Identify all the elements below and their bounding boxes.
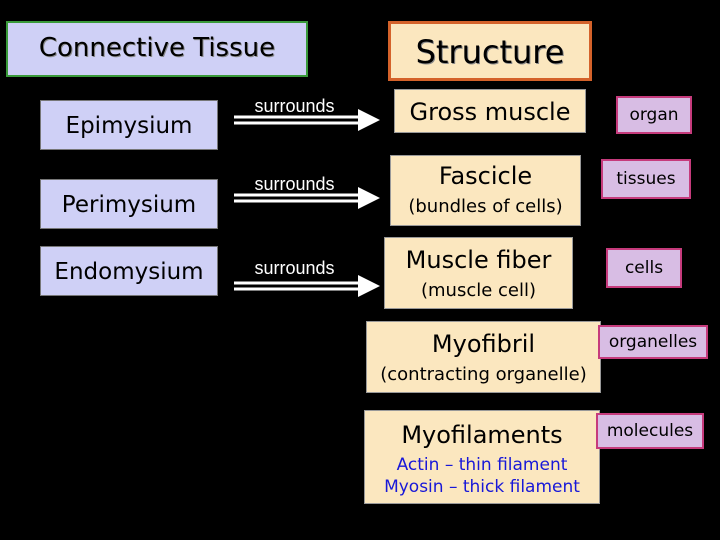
structure-name: Myofilaments bbox=[401, 421, 563, 449]
level-organelles: organelles bbox=[598, 325, 708, 359]
connective-tissue-header: Connective Tissue bbox=[6, 21, 308, 77]
tissue-epimysium: Epimysium bbox=[40, 100, 218, 150]
tissue-endomysium: Endomysium bbox=[40, 246, 218, 296]
structure-myofibril: Myofibril (contracting organelle) bbox=[366, 321, 601, 393]
arrow-icon bbox=[234, 109, 380, 131]
structure-name: Gross muscle bbox=[409, 98, 571, 126]
arrow-icon bbox=[234, 187, 380, 209]
level-organ: organ bbox=[616, 96, 692, 134]
level-molecules: molecules bbox=[596, 413, 704, 449]
surrounds-label-3: surrounds bbox=[254, 258, 335, 278]
structure-description: (muscle cell) bbox=[420, 280, 537, 301]
structure-description: (bundles of cells) bbox=[408, 196, 563, 217]
structure-name: Fascicle bbox=[438, 162, 533, 190]
structure-muscle-fiber: Muscle fiber (muscle cell) bbox=[384, 237, 573, 309]
actin-description: Actin – thin filament bbox=[396, 455, 568, 475]
structure-myofilaments: Myofilaments Actin – thin filament Myosi… bbox=[364, 410, 600, 504]
structure-name: Muscle fiber bbox=[405, 246, 552, 274]
level-cells: cells bbox=[606, 248, 682, 288]
structure-name: Myofibril bbox=[431, 330, 536, 358]
surrounds-label-2: surrounds bbox=[254, 174, 335, 194]
level-tissues: tissues bbox=[601, 159, 691, 199]
structure-description: (contracting organelle) bbox=[380, 364, 587, 385]
surrounds-label-1: surrounds bbox=[254, 96, 335, 116]
structure-gross-muscle: Gross muscle bbox=[394, 89, 586, 133]
structure-fascicle: Fascicle (bundles of cells) bbox=[390, 155, 581, 226]
structure-header: Structure bbox=[388, 21, 592, 81]
myosin-description: Myosin – thick filament bbox=[384, 477, 580, 497]
arrow-icon bbox=[234, 275, 380, 297]
tissue-perimysium: Perimysium bbox=[40, 179, 218, 229]
